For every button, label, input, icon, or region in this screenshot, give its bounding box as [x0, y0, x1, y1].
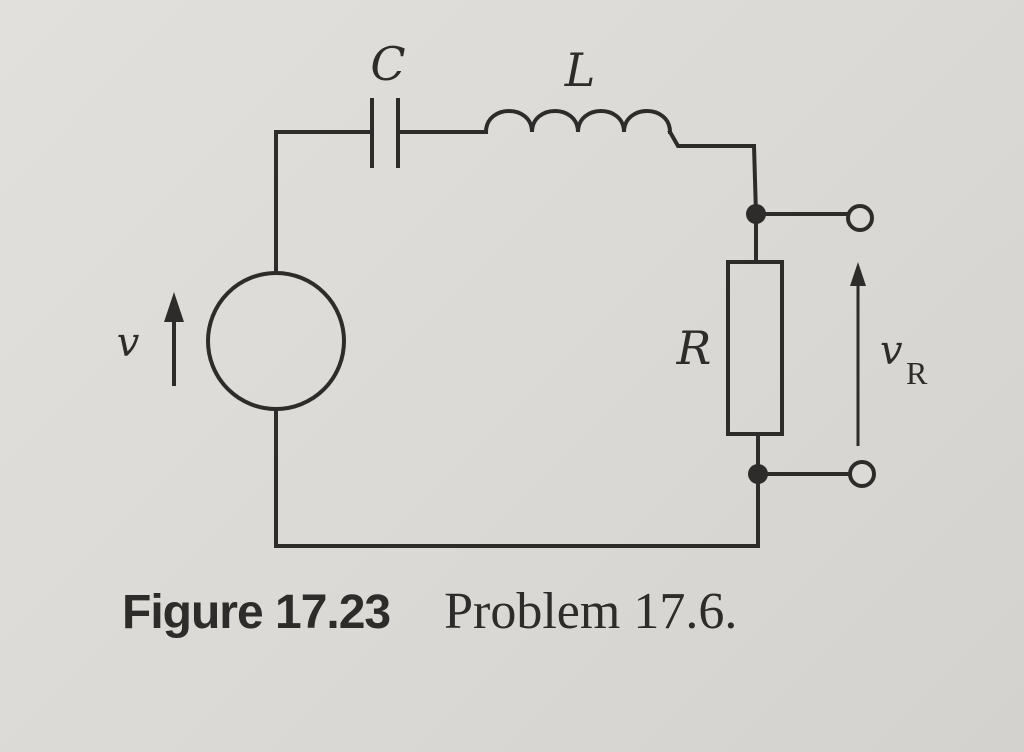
terminal-upper — [846, 204, 874, 232]
source-voltage-arrow-icon — [164, 292, 184, 386]
source-voltage-label: v — [117, 320, 140, 366]
inductor-label: L — [564, 43, 596, 97]
output-voltage-main: v — [880, 328, 903, 374]
inductor — [483, 109, 673, 135]
terminal-lower — [848, 460, 876, 488]
wire-right-upper — [751, 143, 759, 217]
voltage-source — [206, 271, 346, 411]
resistor-label: R — [676, 321, 712, 375]
capacitor — [370, 98, 400, 168]
output-voltage-arrow-icon — [850, 262, 866, 446]
capacitor-label: C — [370, 37, 405, 91]
figure-title: Problem 17.6. — [444, 583, 738, 640]
output-voltage-subscript: R — [906, 355, 928, 391]
wire-top-right — [667, 129, 756, 148]
figure-number: Figure 17.23 — [122, 586, 391, 639]
figure-caption: Figure 17.23 Problem 17.6. — [122, 582, 982, 662]
output-voltage-label: v R — [880, 328, 928, 391]
resistor — [726, 260, 784, 436]
